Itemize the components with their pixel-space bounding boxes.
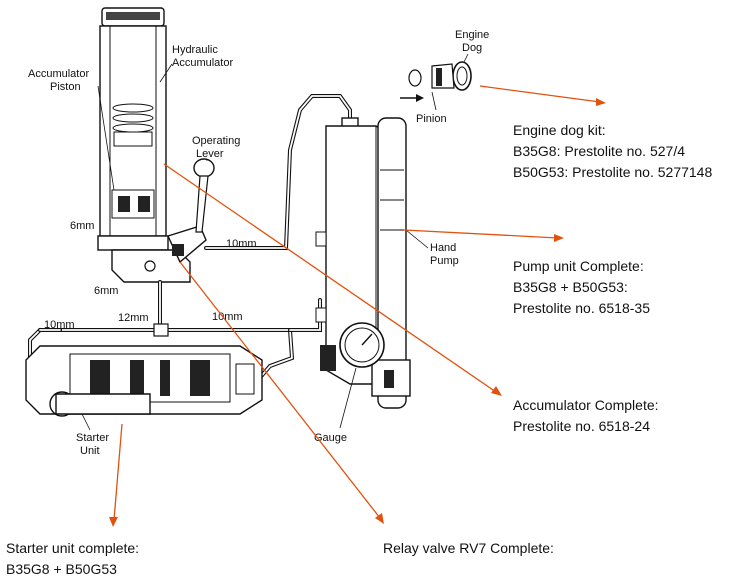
operating-lever-drawing	[193, 158, 215, 233]
label-pinion: Pinion	[416, 113, 447, 125]
label-engine-dog-1: Engine	[455, 29, 489, 41]
label-operating-lever-1: Operating	[192, 135, 240, 147]
annotation-accumulator: Accumulator Complete: Prestolite no. 651…	[513, 395, 659, 437]
accumulator-part-number: Prestolite no. 6518-24	[513, 418, 650, 434]
callout-arrow-relay-valve	[179, 261, 384, 524]
engine-dog-drawing	[400, 61, 472, 102]
engine-dog-kit-b50g53: B50G53: Prestolite no. 5277148	[513, 164, 713, 180]
annotation-engine-dog-kit: Engine dog kit: B35G8: Prestolite no. 52…	[513, 120, 712, 183]
relay-valve-title: Relay valve RV7 Complete:	[383, 540, 554, 556]
label-pipe-6mm-top: 6mm	[70, 220, 94, 232]
label-starter-unit-2: Unit	[80, 445, 100, 457]
pressure-gauge	[339, 322, 385, 368]
label-starter-unit-1: Starter	[76, 432, 109, 444]
annotation-starter-unit: Starter unit complete: B35G8 + B50G53	[6, 538, 139, 580]
starter-unit-drawing	[25, 345, 263, 417]
annotation-relay-valve: Relay valve RV7 Complete:	[383, 538, 554, 559]
label-engine-dog-2: Dog	[462, 42, 482, 54]
annotation-pump-unit: Pump unit Complete: B35G8 + B50G53: Pres…	[513, 256, 650, 319]
callout-arrow-accumulator	[163, 163, 502, 396]
callout-arrow-starter-unit	[109, 423, 123, 527]
label-accumulator-piston-1: Accumulator	[28, 68, 89, 80]
callout-arrow-pump-unit	[403, 229, 564, 242]
callout-arrows	[109, 85, 606, 527]
hydraulic-accumulator-drawing	[97, 7, 207, 283]
leader-lines	[81, 53, 469, 431]
label-hand-pump-2: Pump	[430, 255, 459, 267]
engine-dog-kit-b35g8: B35G8: Prestolite no. 527/4	[513, 143, 685, 159]
hand-pump-drawing	[315, 117, 411, 409]
pump-unit-models: B35G8 + B50G53:	[513, 279, 628, 295]
accumulator-piston	[112, 103, 154, 147]
label-pipe-10mm-right: 10mm	[212, 311, 243, 323]
callout-arrow-engine-dog	[479, 85, 606, 106]
label-pipe-6mm-lower: 6mm	[94, 285, 118, 297]
label-accumulator-piston-2: Piston	[50, 81, 81, 93]
label-hand-pump-1: Hand	[430, 242, 456, 254]
accumulator-title: Accumulator Complete:	[513, 397, 659, 413]
pump-unit-title: Pump unit Complete:	[513, 258, 644, 274]
component-labels: Engine Dog Pinion Hydraulic Accumulator …	[28, 29, 489, 457]
starter-unit-models: B35G8 + B50G53	[6, 561, 117, 577]
starter-unit-title: Starter unit complete:	[6, 540, 140, 556]
pump-unit-part-number: Prestolite no. 6518-35	[513, 300, 650, 316]
engine-dog-kit-title: Engine dog kit:	[513, 122, 606, 138]
label-hydraulic-accumulator-1: Hydraulic	[172, 44, 218, 56]
label-pipe-12mm: 12mm	[118, 312, 149, 324]
label-hydraulic-accumulator-2: Accumulator	[172, 57, 233, 69]
label-gauge: Gauge	[314, 432, 347, 444]
label-operating-lever-2: Lever	[196, 148, 224, 160]
label-pipe-10mm-lever: 10mm	[226, 238, 257, 250]
label-pipe-10mm-left: 10mm	[44, 319, 75, 331]
